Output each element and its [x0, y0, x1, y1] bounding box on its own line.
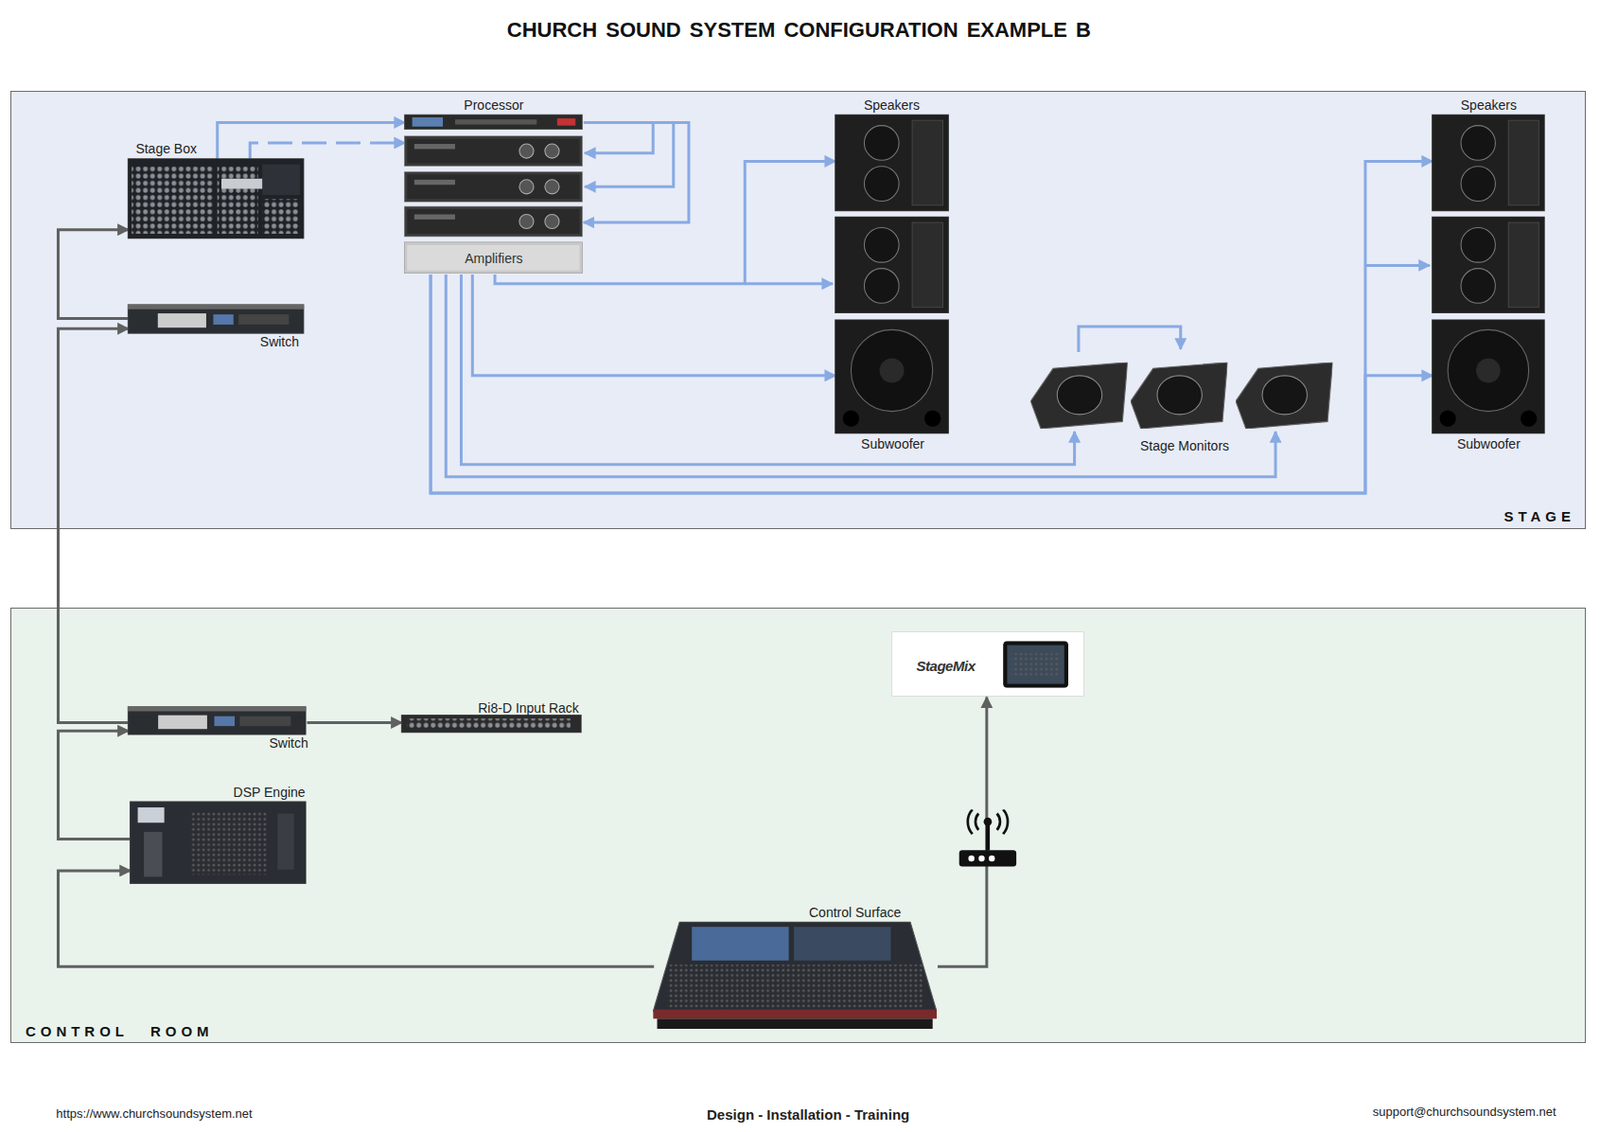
dsp-engine: DSP Engine [130, 802, 308, 885]
footer-email: support@churchsoundsystem.net [1372, 1104, 1557, 1119]
audio-cable [249, 142, 405, 159]
footer-url: https://www.churchsoundsystem.net [55, 1105, 252, 1120]
area-label: CONTROL ROOM [25, 1023, 214, 1040]
network-cable [937, 696, 987, 967]
device-label: Subwoofer [861, 437, 925, 452]
subwoofer: Subwoofer [1432, 320, 1547, 436]
network-cable [57, 870, 654, 967]
device-label: Switch [268, 736, 308, 751]
audio-cable [472, 274, 836, 376]
device-label: Speakers [863, 98, 920, 113]
amplifier-rack: Amplifiers [404, 136, 584, 275]
audio-cable [430, 274, 1433, 493]
processor-unit: Processor [404, 115, 584, 131]
control-surface: Control Surface [653, 922, 938, 1030]
mixing-app-box: StageMix [891, 631, 1085, 697]
device-label: Processor [463, 98, 524, 113]
device-label: Switch [260, 335, 299, 351]
network-cable [57, 730, 130, 839]
device-label: Amplifiers [464, 251, 523, 266]
audio-cable [460, 274, 1074, 465]
device-label: StageMix [916, 658, 976, 675]
subwoofer: Subwoofer [835, 320, 950, 436]
device-label: Stage Box [135, 142, 197, 158]
stage-monitors: Stage Monitors [1031, 360, 1334, 432]
speaker-stack: Speakers [1432, 115, 1547, 315]
stage-box: Stage Box [128, 158, 306, 240]
audio-cable [445, 274, 1276, 477]
speaker-stack: Speakers [835, 115, 950, 315]
audio-cable [494, 160, 836, 283]
device-label: Speakers [1460, 98, 1517, 113]
network-switch: Switch [128, 706, 308, 736]
diagram-title: CHURCH SOUND SYSTEM CONFIGURATION EXAMPL… [507, 17, 1091, 43]
footer-tagline: Design - Installation - Training [706, 1105, 910, 1122]
device-label: Ri8-D Input Rack [477, 702, 580, 717]
audio-cable [430, 160, 1433, 493]
audio-cable [583, 122, 689, 223]
input-rack: Ri8-D Input Rack [402, 715, 583, 734]
device-label: Stage Monitors [1140, 439, 1230, 455]
network-cable [57, 229, 128, 319]
area-label: STAGE [1503, 508, 1576, 525]
network-cable [307, 720, 403, 724]
audio-cable [217, 122, 405, 159]
control-room-area: CONTROL ROOM StageMixSwitch Ri8-D Input Ra… [10, 607, 1586, 1043]
device-label: DSP Engine [233, 785, 306, 800]
device-label: Subwoofer [1457, 437, 1521, 452]
stage-area: STAGEStage BoxSwitchProcessorAmplifiersS… [10, 90, 1586, 529]
network-cable [57, 328, 128, 722]
network-switch: Switch [128, 304, 306, 335]
device-label: Control Surface [808, 905, 901, 920]
